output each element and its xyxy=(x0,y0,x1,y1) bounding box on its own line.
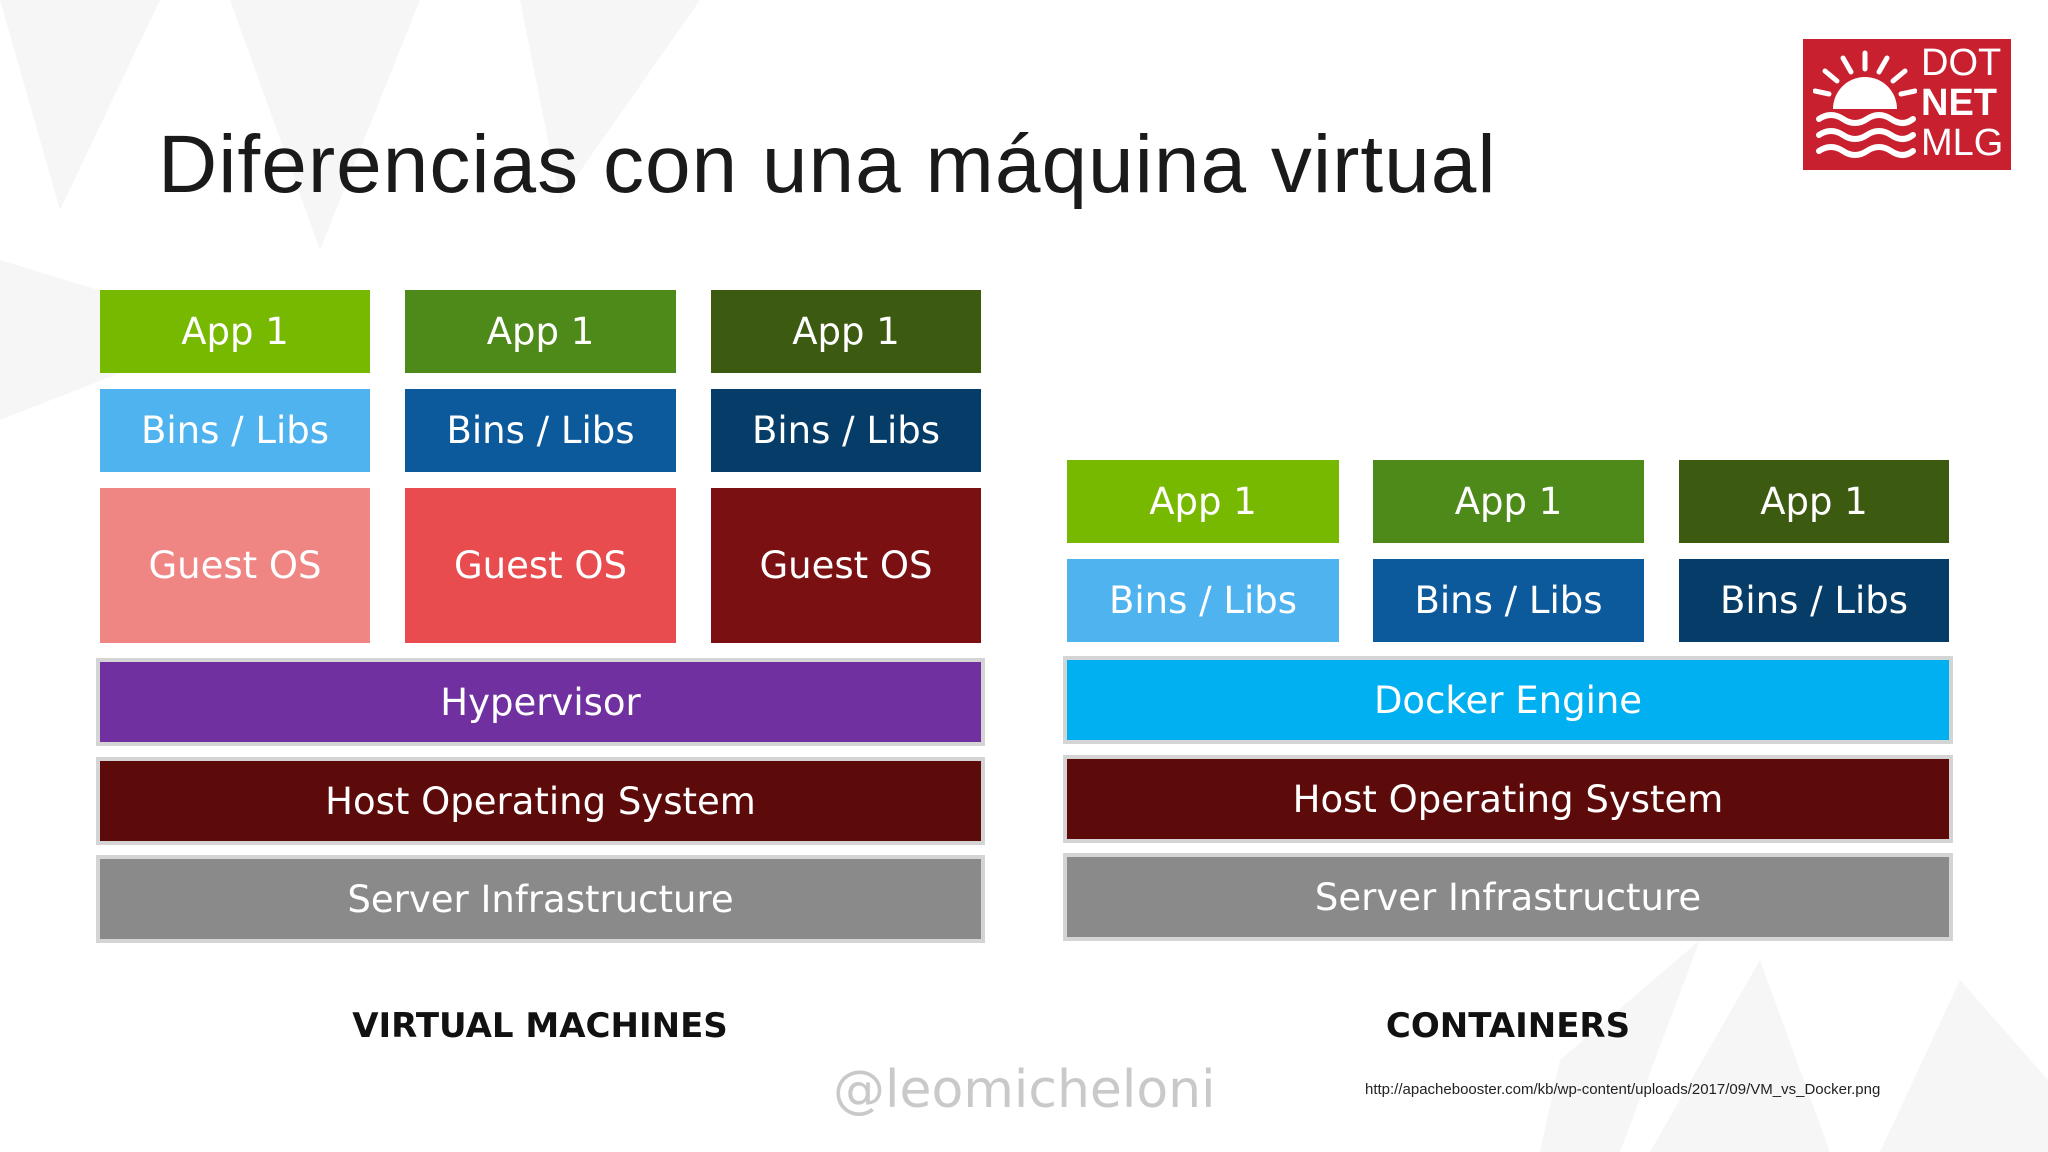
vm-guest-os-2: Guest OS xyxy=(405,488,676,643)
vm-bins-libs-1: Bins / Libs xyxy=(100,389,370,472)
twitter-handle-watermark: @leomicheloni xyxy=(833,1060,1216,1120)
vm-bins-libs-2: Bins / Libs xyxy=(405,389,676,472)
container-app-1: App 1 xyxy=(1067,460,1339,543)
slide-title: Diferencias con una máquina virtual xyxy=(158,119,1497,210)
vm-app-3: App 1 xyxy=(711,290,981,373)
container-bins-libs-2: Bins / Libs xyxy=(1373,559,1644,642)
container-bins-libs-3: Bins / Libs xyxy=(1679,559,1949,642)
image-source-url: http://apachebooster.com/kb/wp-content/u… xyxy=(1365,1081,1881,1098)
logo-text-dot: DOT xyxy=(1921,42,2002,84)
container-bins-libs-1: Bins / Libs xyxy=(1067,559,1339,642)
container-app-3: App 1 xyxy=(1679,460,1949,543)
container-host-operating-system: Host Operating System xyxy=(1067,759,1949,839)
logo-text-mlg: MLG xyxy=(1921,122,2004,164)
container-server-infrastructure: Server Infrastructure xyxy=(1067,857,1949,937)
vm-server-infrastructure: Server Infrastructure xyxy=(100,859,981,939)
vm-app-1: App 1 xyxy=(100,290,370,373)
dotnetmlg-logo: DOT NET MLG xyxy=(1801,37,2013,172)
vm-hypervisor: Hypervisor xyxy=(100,662,981,742)
container-app-2: App 1 xyxy=(1373,460,1644,543)
container-docker-engine: Docker Engine xyxy=(1067,660,1949,740)
vm-app-2: App 1 xyxy=(405,290,676,373)
sun-waves-icon xyxy=(1813,50,1917,158)
containers-caption: CONTAINERS xyxy=(1385,1006,1631,1046)
vm-guest-os-3: Guest OS xyxy=(711,488,981,643)
logo-text-net: NET xyxy=(1921,82,1997,124)
vm-guest-os-1: Guest OS xyxy=(100,488,370,643)
vm-bins-libs-3: Bins / Libs xyxy=(711,389,981,472)
vm-host-operating-system: Host Operating System xyxy=(100,761,981,841)
vm-caption: VIRTUAL MACHINES xyxy=(352,1006,728,1046)
